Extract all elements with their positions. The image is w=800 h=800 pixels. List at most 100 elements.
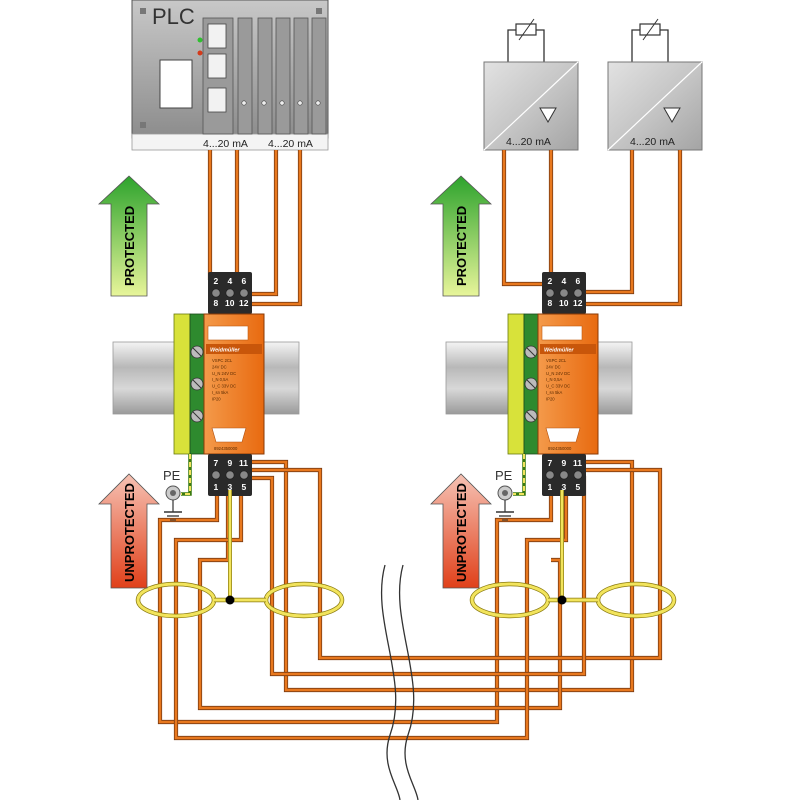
- pe-wire: [513, 454, 525, 495]
- module-spec-line: U_C 33V DC: [212, 384, 236, 389]
- plc-io-slot: [311, 17, 327, 135]
- transmitter-wire-3-outline: [566, 150, 635, 295]
- brand-logo: Weidmüller: [544, 348, 574, 354]
- module-part-number: 8924350000: [548, 446, 572, 451]
- terminal-label: 9: [228, 458, 233, 468]
- module-spec-line: IP20: [546, 396, 555, 401]
- plc-io-indicator: [297, 100, 303, 106]
- plc-io-slot: [237, 17, 253, 135]
- plc-io-modules: [202, 17, 327, 135]
- terminal-label: 8: [548, 298, 553, 308]
- cable-shield-loops: [135, 490, 677, 619]
- pe-ground-right: PE: [495, 468, 514, 521]
- pe-wire: [181, 454, 191, 495]
- module-spec-line: 24V DC: [546, 364, 561, 369]
- module-marker-label: [541, 325, 583, 341]
- plc-io-slot: [293, 17, 309, 135]
- field-cable-6-outline: [246, 475, 587, 677]
- transmitter-left-signal-label: 4...20 mA: [506, 136, 551, 148]
- plc-led-green: [197, 37, 203, 43]
- module-spec-line: VSPC 2CL: [212, 358, 233, 363]
- unprotected-label-right: UNPROTECTED: [454, 483, 469, 582]
- plc-module-window: [207, 23, 227, 49]
- module-spec-line: U_N 24V DC: [212, 371, 236, 376]
- plc-io-indicator: [279, 100, 285, 106]
- terminal-label: 5: [242, 482, 247, 492]
- cable-break-symbol: [380, 564, 419, 800]
- unprotected-label-left: UNPROTECTED: [122, 483, 137, 582]
- module-spec-line: VSPC 2CL: [546, 358, 567, 363]
- shield-junction-dot: [225, 595, 235, 605]
- plc-wire-4: [246, 150, 302, 306]
- terminal-label: 2: [214, 276, 219, 286]
- pe-ground-left: PE: [163, 468, 182, 521]
- terminal-screw-icon: [573, 470, 583, 480]
- terminal-label: 12: [239, 298, 249, 308]
- plc-io-indicator: [261, 100, 267, 106]
- terminal-label: 12: [573, 298, 583, 308]
- plc-module-window: [207, 87, 227, 113]
- brand-logo: Weidmüller: [210, 348, 240, 354]
- shield-loop: [264, 582, 344, 618]
- field-cable-1-outline: [157, 490, 554, 725]
- shield-loop: [596, 582, 676, 618]
- terminal-label: 3: [228, 482, 233, 492]
- protected-arrow-right: PROTECTED: [429, 175, 493, 297]
- terminal-screw-icon: [239, 470, 249, 480]
- module-spec-line: 24V DC: [212, 364, 227, 369]
- plc-signal-label-right: 4...20 mA: [268, 138, 313, 150]
- terminal-label: 2: [548, 276, 553, 286]
- plc-io-slot: [257, 17, 273, 135]
- plc-label: PLC: [152, 4, 195, 29]
- terminal-label: 4: [228, 276, 233, 286]
- field-cable-6: [246, 476, 586, 676]
- pe-label-left: PE: [163, 468, 181, 483]
- transmitter-right-signal-label: 4...20 mA: [630, 136, 675, 148]
- protected-label-right: PROTECTED: [454, 206, 469, 286]
- terminal-label: 6: [576, 276, 581, 286]
- field-cable-1: [158, 490, 553, 724]
- terminal-label: 11: [573, 458, 582, 468]
- terminal-screw-icon: [559, 288, 569, 298]
- terminal-label: 10: [225, 298, 235, 308]
- terminal-screw-icon: [559, 470, 569, 480]
- earth-bar: [173, 313, 191, 455]
- terminal-label: 3: [562, 482, 567, 492]
- terminal-screw-icon: [225, 288, 235, 298]
- pe-label-right: PE: [495, 468, 513, 483]
- transmitter-left: 4...20 mA: [483, 18, 579, 151]
- module-release-tab: [545, 427, 581, 443]
- terminal-screw-icon: [211, 470, 221, 480]
- unprotected-arrow-left: UNPROTECTED: [98, 473, 160, 589]
- terminal-label: 1: [548, 482, 553, 492]
- pe-wire-outline: [513, 454, 526, 496]
- plc-io-indicator: [241, 100, 247, 106]
- module-spec-line: I_N 0,5A: [546, 377, 563, 382]
- module-spec-line: U_C 33V DC: [546, 384, 570, 389]
- module-spec-line: I_sn 5kA: [546, 390, 563, 395]
- plc-unit: PLC 4...20 mA 4...20 mA: [131, 0, 329, 151]
- brand-strip: [206, 344, 262, 354]
- terminal-label: 6: [242, 276, 247, 286]
- plc-display-window: [159, 59, 193, 109]
- terminal-label: 7: [214, 458, 219, 468]
- earth-bar: [507, 313, 525, 455]
- module-spec-line: I_N 0,5A: [212, 377, 229, 382]
- plc-signal-label-left: 4...20 mA: [203, 138, 248, 150]
- plc-wire-4-outline: [246, 150, 303, 307]
- shield-loop: [470, 582, 550, 618]
- terminal-label: 9: [562, 458, 567, 468]
- terminal-screw-icon: [545, 470, 555, 480]
- terminal-label: 1: [214, 482, 219, 492]
- terminal-label: 7: [548, 458, 553, 468]
- field-cable-2: [246, 460, 634, 692]
- module-release-tab: [211, 427, 247, 443]
- plc-io-indicator: [315, 100, 321, 106]
- field-cable-4: [246, 468, 662, 660]
- transmitter-wire-1: [502, 150, 551, 286]
- module-part-number: 8924350000: [214, 446, 238, 451]
- shield-junction-dot: [557, 595, 567, 605]
